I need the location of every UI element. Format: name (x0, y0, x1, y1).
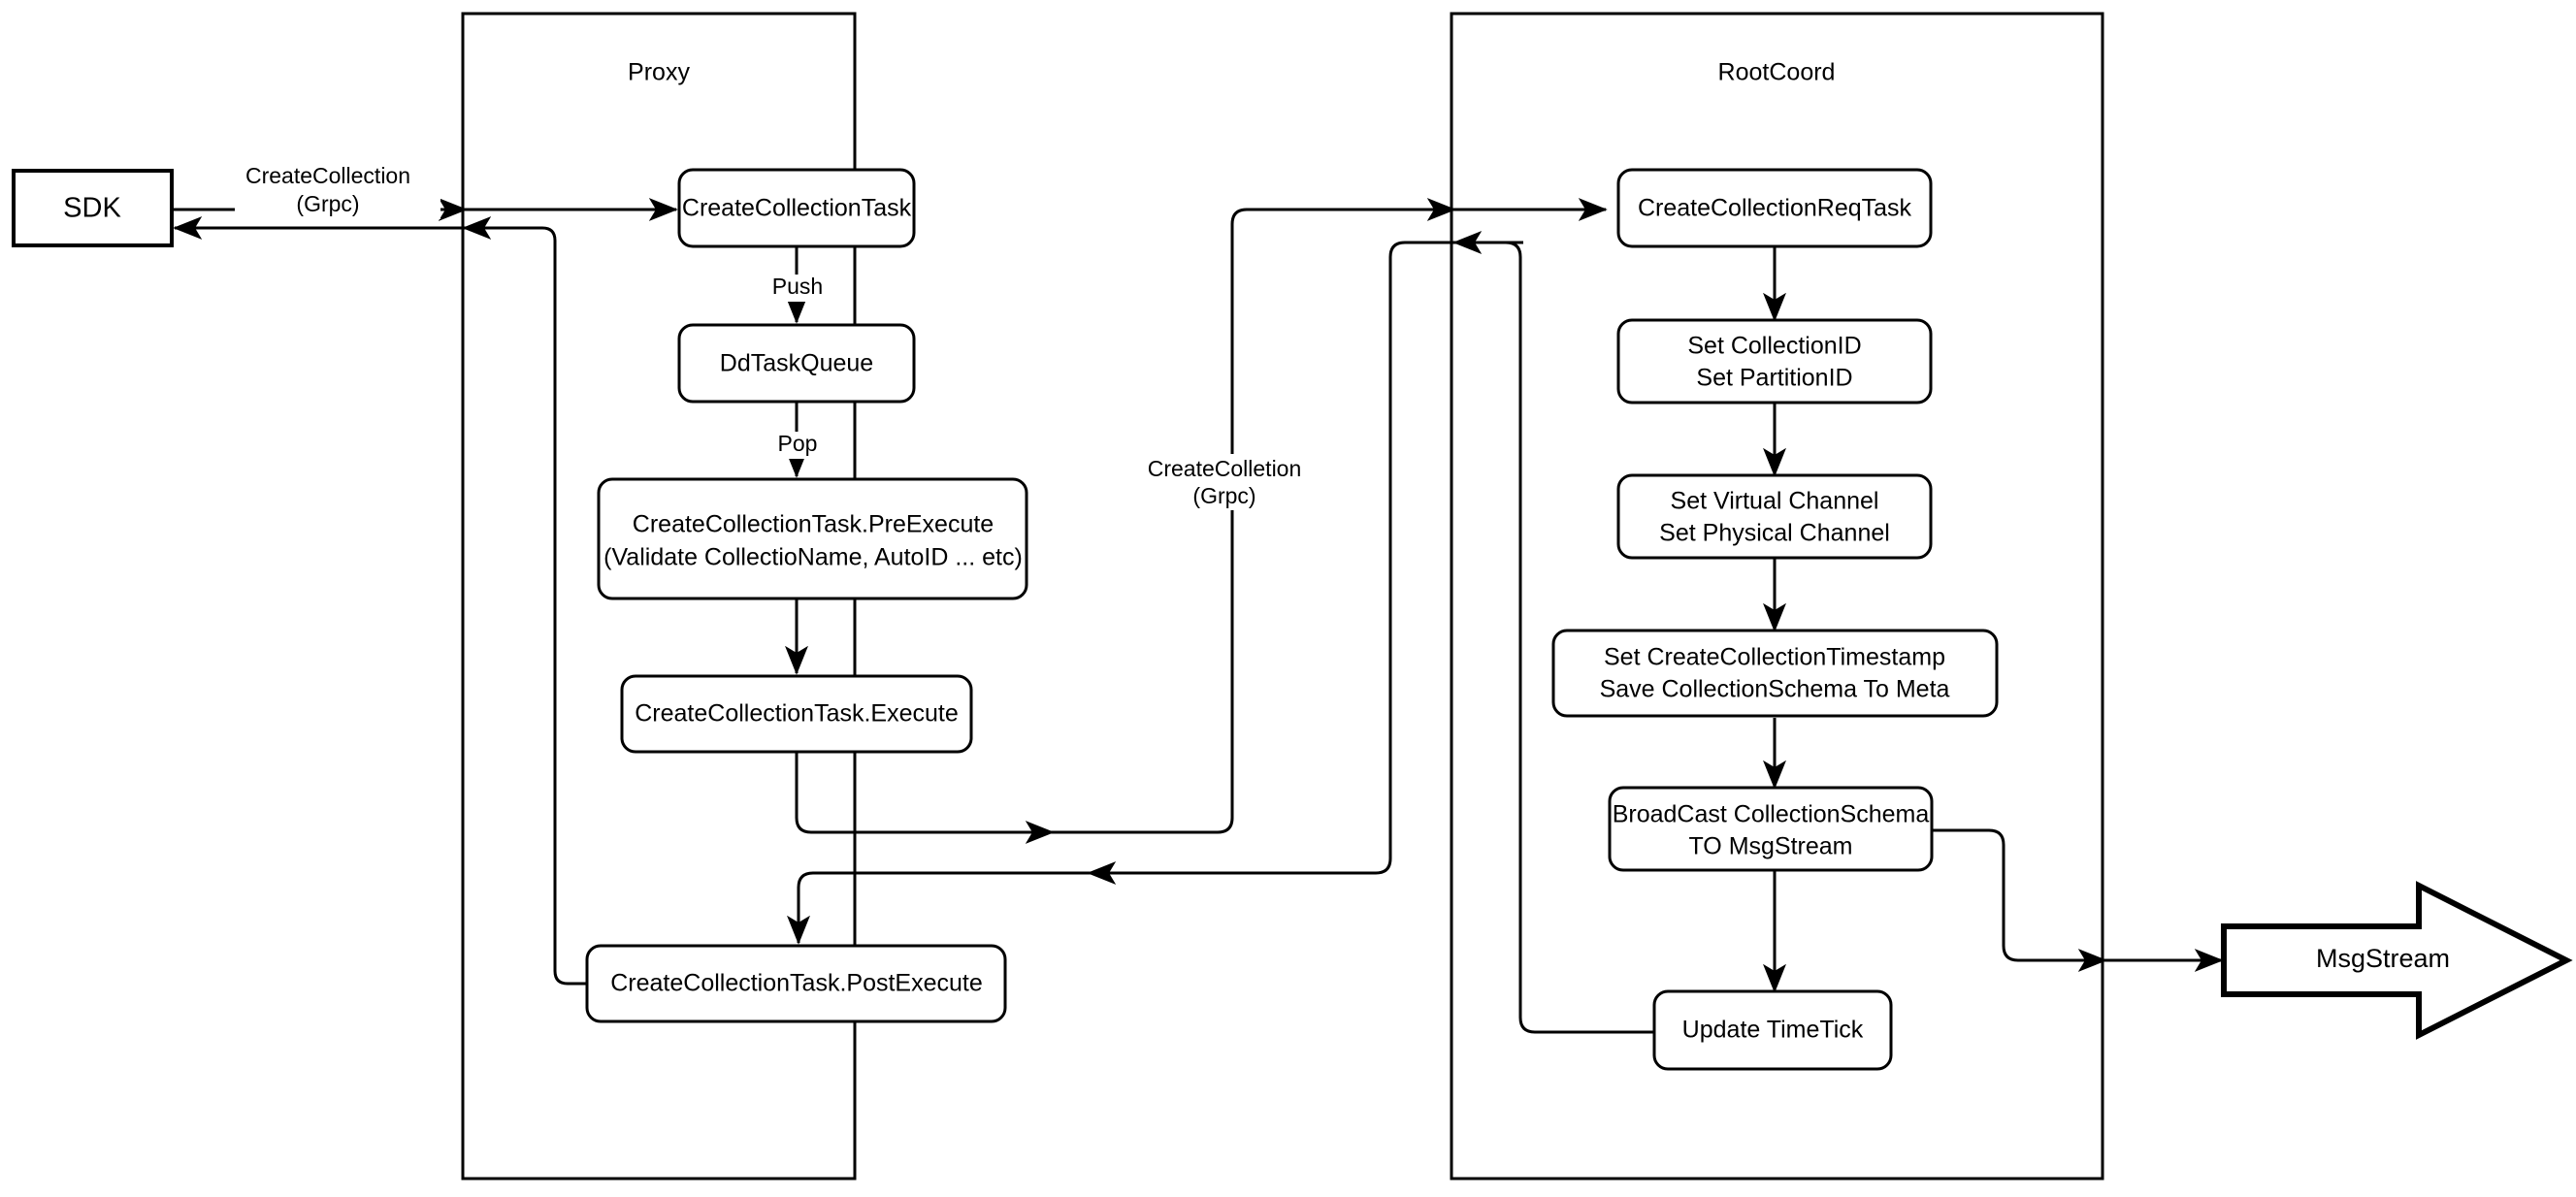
node-pre-execute[interactable]: CreateCollectionTask.PreExecute (Validat… (597, 477, 1028, 600)
node-update-timetick[interactable]: Update TimeTick (1652, 989, 1893, 1071)
edge-label-sdk-to-proxy-line1: CreateCollection (245, 163, 410, 188)
node-execute-label: CreateCollectionTask.Execute (635, 700, 959, 728)
node-update-timetick-label: Update TimeTick (1682, 1017, 1864, 1044)
node-pre-execute-label-line2: (Validate CollectioName, AutoID ... etc) (603, 544, 1023, 571)
node-sdk-label: SDK (63, 193, 121, 224)
node-sdk[interactable]: SDK (12, 169, 174, 247)
node-execute[interactable]: CreateCollectionTask.Execute (620, 674, 973, 754)
edge-label-pop-text: Pop (778, 431, 818, 456)
edge-timetick-to-post-execute (787, 241, 1669, 1034)
edge-label-proxy-to-rootcoord: CreateColletion (Grpc) (1140, 454, 1326, 510)
node-post-execute[interactable]: CreateCollectionTask.PostExecute (585, 944, 1007, 1023)
node-create-collection-req-task-label: CreateCollectionReqTask (1638, 195, 1912, 222)
edge-broadcast-to-msgstream (1932, 828, 2224, 972)
edge-label-proxy-to-rootcoord-line2: (Grpc) (1192, 483, 1255, 508)
edge-label-push-text: Push (772, 274, 823, 299)
edge-post-execute-to-sdk (173, 216, 587, 986)
node-set-channels[interactable]: Set Virtual Channel Set Physical Channel (1616, 473, 1933, 560)
node-set-channels-label-line2: Set Physical Channel (1659, 520, 1890, 547)
node-set-ids[interactable]: Set CollectionID Set PartitionID (1616, 318, 1933, 404)
node-set-ids-label-line2: Set PartitionID (1696, 365, 1852, 392)
node-save-meta-label-line2: Save CollectionSchema To Meta (1600, 676, 1950, 703)
node-set-ids-label-line1: Set CollectionID (1687, 333, 1861, 360)
container-rootcoord-label: RootCoord (1718, 59, 1836, 86)
node-dd-task-queue[interactable]: DdTaskQueue (677, 323, 916, 404)
node-post-execute-label: CreateCollectionTask.PostExecute (610, 970, 983, 997)
node-broadcast[interactable]: BroadCast CollectionSchema TO MsgStream (1608, 786, 1934, 872)
edge-label-pop: Pop (770, 431, 825, 459)
edge-label-push: Push (766, 274, 829, 302)
edge-label-sdk-to-proxy-line2: (Grpc) (296, 191, 359, 216)
node-save-meta-label-line1: Set CreateCollectionTimestamp (1604, 644, 1945, 671)
node-set-channels-label-line1: Set Virtual Channel (1671, 488, 1879, 515)
edge-execute-to-req-task (795, 198, 1608, 834)
node-dd-task-queue-label: DdTaskQueue (720, 350, 873, 377)
node-create-collection-req-task[interactable]: CreateCollectionReqTask (1616, 168, 1933, 248)
node-msgstream-label: MsgStream (2316, 944, 2450, 973)
node-msgstream[interactable]: MsgStream (2221, 881, 2573, 1040)
node-broadcast-label-line2: TO MsgStream (1688, 833, 1852, 860)
node-broadcast-label-line1: BroadCast CollectionSchema (1613, 801, 1930, 828)
node-save-meta[interactable]: Set CreateCollectionTimestamp Save Colle… (1551, 629, 1999, 718)
container-proxy-label: Proxy (628, 59, 690, 86)
edge-label-sdk-to-proxy: CreateCollection (Grpc) (235, 163, 440, 219)
edge-label-proxy-to-rootcoord-line1: CreateColletion (1148, 456, 1302, 481)
node-create-collection-task-label: CreateCollectionTask (682, 195, 912, 222)
node-create-collection-task[interactable]: CreateCollectionTask (677, 168, 916, 248)
node-pre-execute-label-line1: CreateCollectionTask.PreExecute (633, 511, 994, 538)
